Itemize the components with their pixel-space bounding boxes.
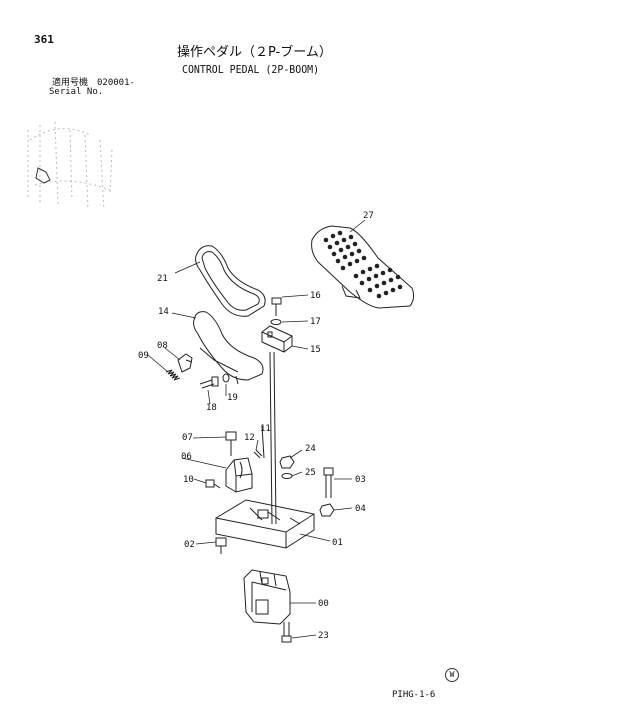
washer-17 [270, 319, 282, 325]
callout-17: 17 [310, 317, 321, 327]
callout-04: 04 [355, 504, 366, 514]
document-code: PIHG-1-6 [392, 690, 436, 700]
callout-08: 08 [157, 341, 168, 351]
bolt-10 [205, 479, 221, 489]
nut-24 [279, 455, 295, 469]
callout-24: 24 [305, 444, 316, 454]
valve-00 [243, 569, 291, 625]
bolt-07 [225, 431, 237, 456]
callout-25: 25 [305, 468, 316, 478]
callout-labels: 27 21 16 14 17 08 15 09 19 18 11 07 12 2… [138, 211, 374, 641]
rods [261, 351, 277, 525]
bolt-02 [215, 537, 227, 554]
title-japanese: 操作ペダル（２P-ブーム） [177, 45, 332, 60]
washer-25 [281, 473, 293, 479]
pedal-14 [193, 311, 264, 385]
leader-lines [147, 219, 366, 639]
callout-02: 02 [184, 540, 195, 550]
serial-label-english: Serial No. [49, 87, 104, 97]
pin-12 [253, 449, 263, 459]
callout-07: 07 [182, 433, 193, 443]
title-english: CONTROL PEDAL (2P-BOOM) [182, 63, 320, 76]
callout-15: 15 [310, 345, 321, 355]
callout-09: 09 [138, 351, 149, 361]
bracket-08 [177, 353, 193, 373]
pedal-cover-21 [195, 245, 266, 317]
block-15 [261, 325, 293, 353]
bolt-23 [281, 622, 292, 643]
bolt-18 [199, 376, 219, 389]
callout-19: 19 [227, 393, 238, 403]
washer-19 [222, 373, 230, 383]
bolt-03 [323, 467, 334, 498]
machine-thumbnail [27, 121, 113, 211]
bolt-16 [271, 297, 282, 316]
callout-27: 27 [363, 211, 374, 221]
callout-12: 12 [244, 433, 255, 443]
watermark-circle: W [445, 668, 459, 682]
page-number: 361 [34, 33, 54, 46]
plate-01 [215, 499, 315, 549]
bracket-06 [225, 457, 253, 493]
callout-06: 06 [181, 452, 192, 462]
callout-00: 00 [318, 599, 329, 609]
callout-14: 14 [158, 307, 169, 317]
pedal-pad-27 [311, 225, 415, 309]
callout-16: 16 [310, 291, 321, 301]
callout-11: 11 [260, 424, 271, 434]
callout-21: 21 [157, 274, 168, 284]
callout-18: 18 [206, 403, 217, 413]
callout-01: 01 [332, 538, 343, 548]
callout-03: 03 [355, 475, 366, 485]
serial-number: 020001- [97, 78, 135, 88]
spring-09 [165, 369, 181, 381]
serial-label-japanese: 適用号機 [52, 78, 89, 88]
callout-10: 10 [183, 475, 194, 485]
callout-23: 23 [318, 631, 329, 641]
nut-04 [319, 503, 335, 517]
